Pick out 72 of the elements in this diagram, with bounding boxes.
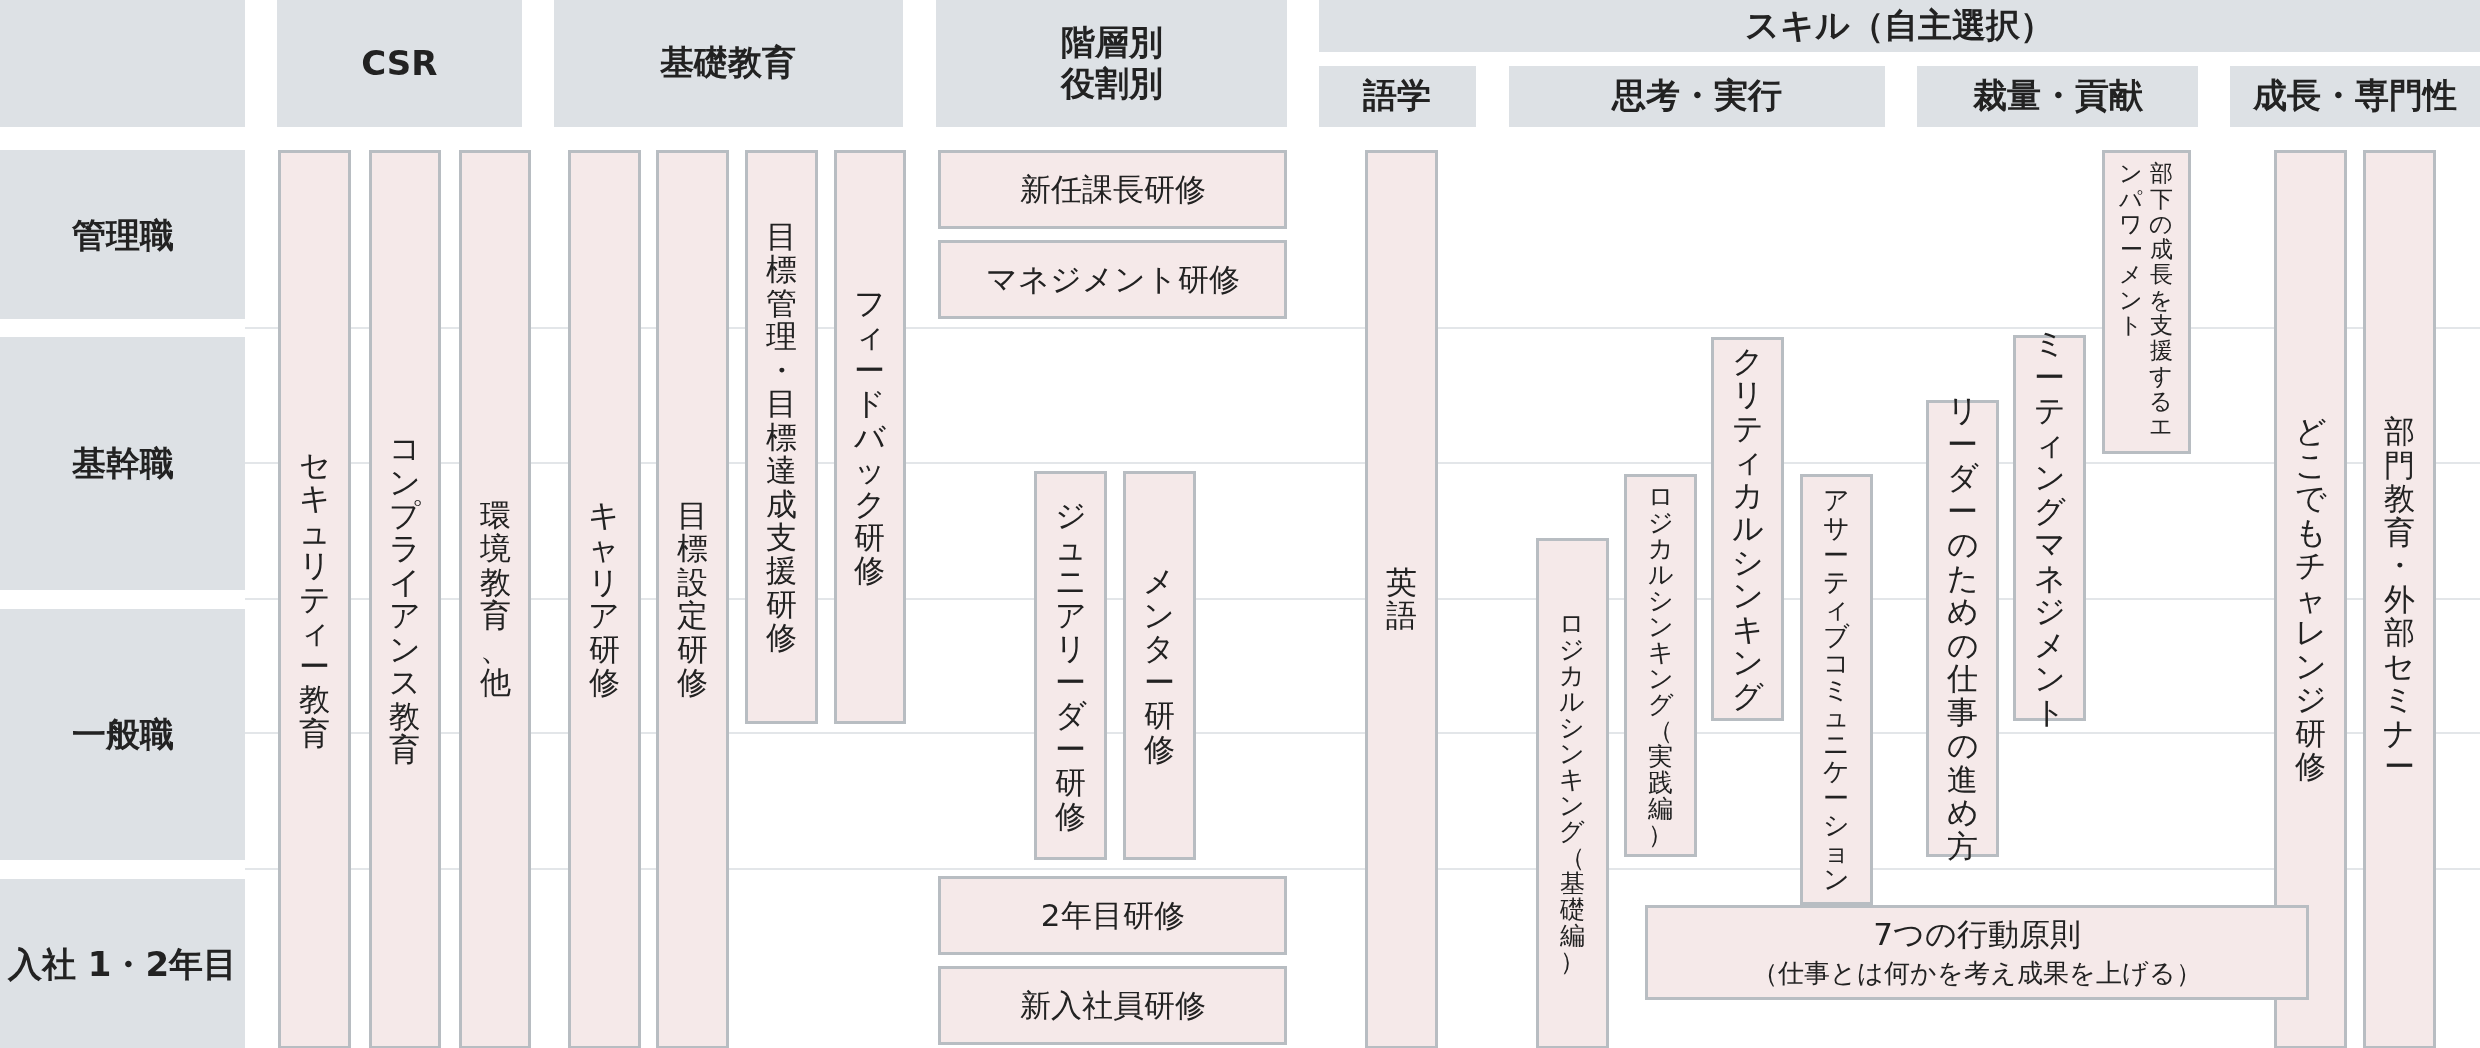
training-label: 2年目研修	[1040, 895, 1185, 935]
bar-background	[278, 150, 352, 1048]
header-background	[1319, 0, 2480, 53]
header-text: 裁量・貢献	[1972, 74, 2143, 118]
header-background	[0, 879, 246, 1048]
principles-box	[1644, 904, 2310, 1000]
training-label: 新入社員研修	[1019, 985, 1206, 1025]
bar-background	[2362, 150, 2436, 1048]
training-label: クリティカルシンキング	[1731, 344, 1764, 714]
training-label: 部下の成長を支援するエンパワーメント	[2118, 161, 2174, 442]
training-label: コンプライアンス教育	[388, 432, 422, 767]
header-background	[553, 0, 904, 127]
header-text: 成長・専門性	[2253, 74, 2458, 118]
training-label: マネジメント研修	[985, 259, 1240, 299]
bar-background	[1122, 471, 1196, 861]
principles-title: 7つの行動原則	[1873, 914, 2081, 954]
bar-background	[2102, 150, 2191, 454]
bar-background	[937, 240, 1288, 320]
bar-background	[2274, 150, 2348, 1048]
bar-background	[1364, 150, 1438, 1048]
training-label: フィードバック研修	[853, 286, 887, 588]
bar-background	[656, 150, 730, 1048]
header-text: 管理職	[71, 213, 174, 257]
bar-background	[744, 150, 818, 725]
bar-background	[833, 150, 907, 725]
training-label: セキュリティー教育	[298, 448, 331, 751]
header-background	[276, 0, 522, 127]
training-label: 環境教育、他	[478, 499, 512, 700]
header-background	[1916, 66, 2199, 127]
header-text: 基幹職	[71, 442, 174, 485]
training-label: どこでもチャレンジ研修	[2294, 415, 2327, 784]
training-label: 新任課長研修	[1019, 169, 1206, 209]
principles-subtitle: （仕事とは何かを考え成果を上げる）	[1752, 956, 2203, 990]
header-text: スキル（自主選択）	[1745, 4, 2055, 48]
training-label: 目標管理・目標達成支援研修	[765, 219, 798, 655]
bar-background	[937, 150, 1288, 230]
bar-background	[1711, 336, 1785, 722]
bar-background	[567, 150, 641, 1048]
bar-background	[937, 876, 1288, 956]
training-label: ミーティングマネジメント	[2033, 327, 2067, 730]
header-background	[936, 0, 1288, 127]
header-background	[0, 150, 246, 320]
bar-background	[458, 150, 532, 1048]
header-text: CSR	[361, 43, 438, 84]
header-background	[0, 336, 246, 590]
header-text: 思考・実行	[1612, 74, 1783, 118]
training-label: リーダーのための仕事の進め方	[1946, 394, 1980, 863]
header-text: 基礎教育	[660, 41, 797, 85]
header-background	[1508, 66, 1886, 127]
training-label: ロジカルシンキング（基礎編）	[1559, 611, 1586, 976]
training-label: アサーティブコミュニケーション	[1822, 487, 1850, 893]
training-label: 目標設定研修	[676, 499, 709, 700]
bar-background	[368, 150, 442, 1048]
header-background	[1319, 66, 1476, 127]
header-text: 入社 1・2年目	[8, 942, 238, 986]
bar-background	[937, 966, 1288, 1046]
bar-background	[1034, 471, 1108, 861]
bar-background	[1799, 474, 1873, 905]
training-label: 英語	[1385, 565, 1418, 633]
header-text: 一般職	[71, 713, 174, 756]
header-text: 語学	[1363, 74, 1432, 118]
header-text: 階層別役割別	[1060, 22, 1164, 105]
header-background	[0, 608, 246, 861]
training-label: キャリア研修	[587, 499, 621, 700]
training-label: メンター研修	[1143, 565, 1176, 767]
training-label: ロジカルシンキング（実践編）	[1647, 483, 1674, 848]
header-background	[2230, 66, 2480, 127]
header-background	[0, 0, 246, 127]
training-label: ジュニアリーダー研修	[1054, 498, 1087, 834]
training-label: 部門教育・外部セミナー	[2383, 415, 2416, 784]
bar-background	[1535, 537, 1609, 1048]
bar-background	[1624, 474, 1698, 858]
